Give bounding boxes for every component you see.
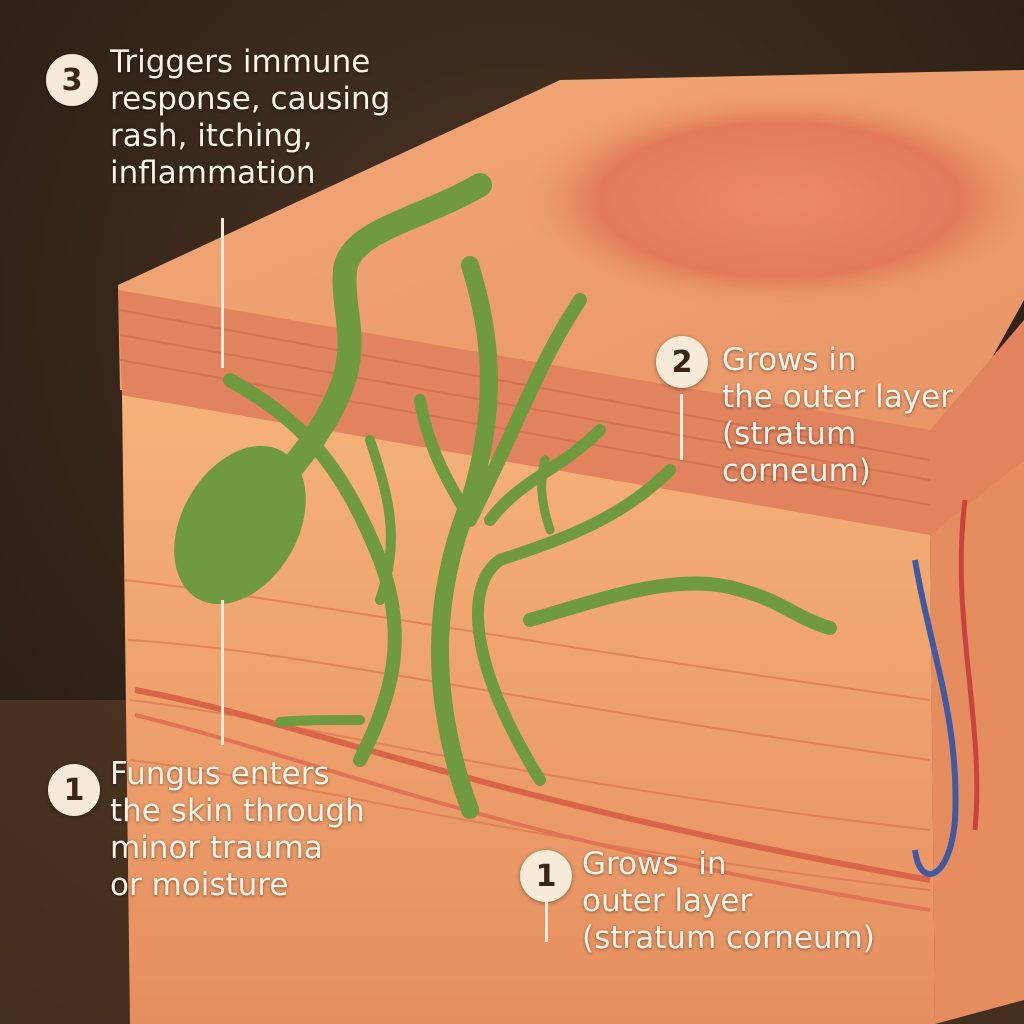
callout-line: Fungus enters — [110, 756, 330, 792]
callout-line: (stratum — [722, 416, 857, 452]
callout-fungus-enters: Fungus enters the skin through minor tra… — [110, 756, 365, 904]
fungal-hyphae — [223, 173, 837, 819]
callout-line: Grows in — [722, 342, 857, 378]
blood-vessel-red — [958, 499, 980, 831]
callout-grows-outer-layer: Grows in outer layer (stratum corneum) — [582, 846, 875, 957]
callout-line: or moisture — [110, 867, 289, 903]
callout-line: inflammation — [110, 155, 316, 191]
callout-badge-2: 2 — [656, 336, 708, 388]
callout-line: response, causing — [110, 81, 391, 117]
callout-line: Triggers immune — [110, 44, 371, 80]
rash-patch — [520, 90, 1024, 310]
blood-vessel-blue — [912, 559, 959, 877]
callout-line: corneum) — [722, 453, 871, 489]
callout-badge-3: 3 — [46, 54, 98, 106]
callout-line: Grows in — [582, 846, 727, 882]
leader-line — [545, 902, 548, 942]
fungal-spore — [174, 445, 306, 605]
callout-line: outer layer — [582, 883, 753, 919]
callout-outer-layer: Grows in the outer layer (stratum corneu… — [722, 342, 953, 490]
callout-line: the outer layer — [722, 379, 953, 415]
callout-line: the skin through — [110, 793, 365, 829]
callout-line: (stratum corneum) — [582, 920, 875, 956]
leader-line — [221, 218, 224, 368]
callout-badge-1-bottom: 1 — [520, 850, 572, 902]
leader-line — [221, 600, 224, 745]
callout-line: minor trauma — [110, 830, 323, 866]
callout-immune-response: Triggers immune response, causing rash, … — [110, 44, 390, 192]
callout-badge-1: 1 — [48, 764, 100, 816]
callout-line: rash, itching, — [110, 118, 313, 154]
leader-line — [680, 394, 683, 460]
